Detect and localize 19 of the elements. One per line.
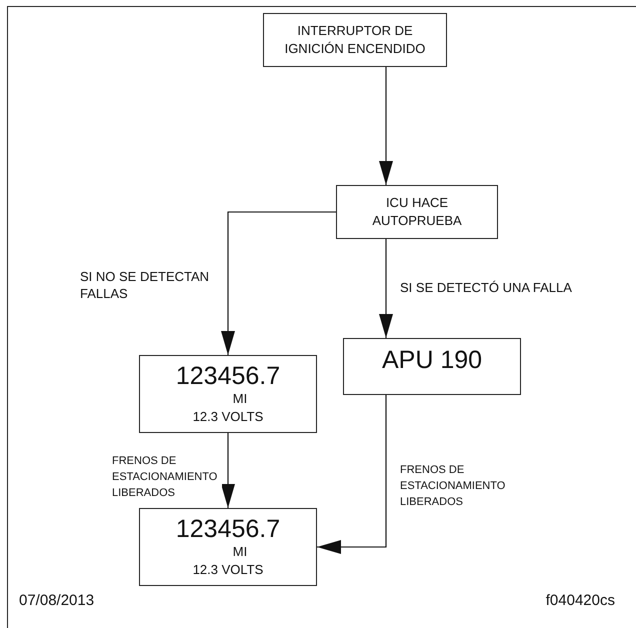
box-text: INTERRUPTOR DE IGNICIÓN ENCENDIDO	[284, 22, 426, 58]
arrow	[221, 211, 336, 355]
box-text: ICU HACE AUTOPRUEBA	[372, 194, 462, 230]
display-box	[343, 338, 521, 395]
display-reading: 123456.7	[176, 362, 280, 390]
box-text: 12.3 VOLTS	[192, 408, 264, 426]
arrow	[379, 239, 393, 338]
box-text: 12.3 VOLTS	[192, 560, 264, 578]
display-box	[139, 508, 317, 586]
box-text: MI	[232, 542, 248, 560]
arrow	[379, 67, 393, 185]
display-reading: 123456.7	[176, 516, 280, 542]
process-box	[263, 13, 447, 67]
process-box	[336, 185, 498, 239]
box-text: MI	[232, 390, 248, 408]
display-box	[139, 355, 317, 433]
arrow	[221, 433, 235, 508]
arrow	[317, 395, 387, 554]
display-reading: APU 190	[382, 347, 482, 374]
